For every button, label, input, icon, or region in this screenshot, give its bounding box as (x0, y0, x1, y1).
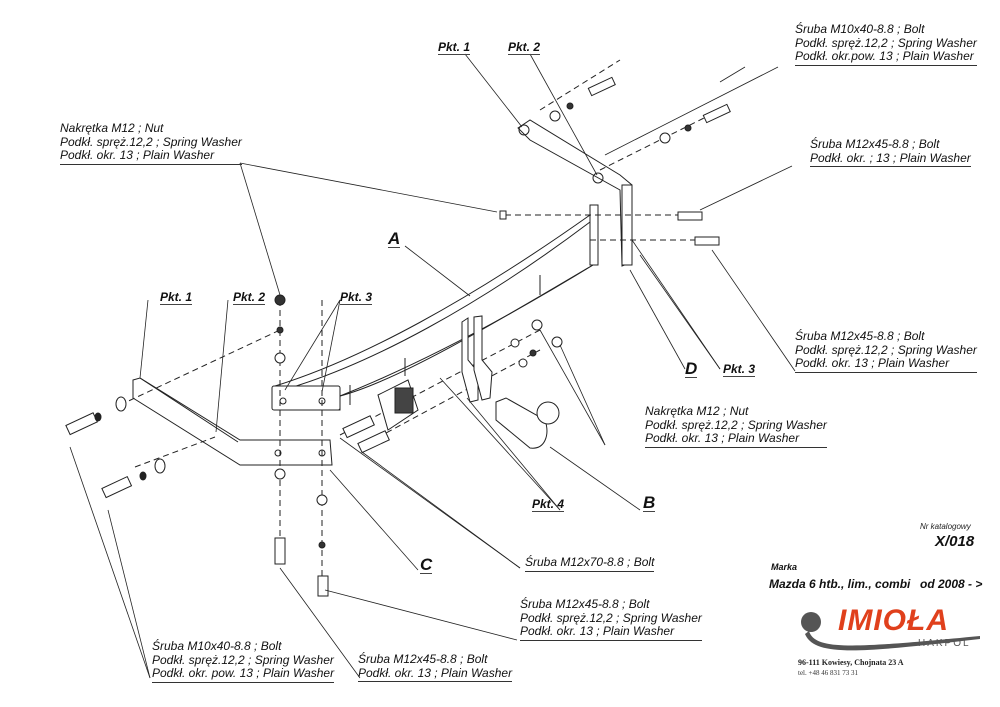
company-phone: tel. +48 46 831 73 31 (798, 669, 858, 677)
company-logo-text: IMIOŁA (838, 604, 949, 637)
callout-bottom-left-bolt: Śruba M10x40-8.8 ; Bolt Podkł. spręż.12,… (152, 639, 335, 683)
callout-line: Śruba M12x45-8.8 ; Bolt (520, 597, 650, 611)
callout-line: Podkł. okr. 13 ; Plain Washer (795, 356, 977, 373)
part-letter-a: A (388, 229, 401, 248)
callout-line: Podkł. okr. 13 ; Plain Washer (520, 624, 702, 641)
callout-line: Śruba M12x45-8.8 ; Bolt (810, 137, 940, 151)
callout-line: Podkł. okr. 13 ; Plain Washer (645, 431, 827, 448)
callout-line: Śruba M12x70-8.8 ; Bolt (525, 555, 655, 572)
point-tag-top-1: Pkt. 1 (438, 40, 471, 55)
callout-bottom-mid-bolt: Śruba M12x45-8.8 ; Bolt Podkł. spręż.12,… (520, 597, 702, 641)
callout-line: Podkł. spręż.12,2 ; Spring Washer (520, 610, 702, 625)
catalog-number: X/018 (935, 533, 975, 550)
callout-top-left-nut: Nakrętka M12 ; Nut Podkł. spręż.12,2 ; S… (60, 121, 242, 165)
callout-line: Podkł. spręż.12,2 ; Spring Washer (645, 417, 827, 432)
point-tag-top-2: Pkt. 2 (508, 40, 541, 55)
part-letter-b: B (643, 493, 656, 512)
point-tag-left-2: Pkt. 2 (233, 290, 266, 305)
callout-middle-nut: Nakrętka M12 ; Nut Podkł. spręż.12,2 ; S… (645, 404, 827, 448)
callout-line: Podkł. spręż.12,2 ; Spring Washer (795, 35, 977, 50)
callout-line: Nakrętka M12 ; Nut (645, 404, 749, 418)
callout-right-bolt-plain: Śruba M12x45-8.8 ; Bolt Podkł. okr. ; 13… (810, 137, 971, 167)
vehicle-model: Mazda 6 htb., lim., combi (769, 577, 911, 591)
point-tag-left-1: Pkt. 1 (160, 290, 193, 305)
callout-line: Podkł. okr.pow. 13 ; Plain Washer (795, 49, 977, 66)
callout-line: Śruba M10x40-8.8 ; Bolt (795, 22, 925, 36)
part-letter-c: C (420, 555, 433, 574)
vehicle-years: od 2008 - > (920, 577, 983, 591)
brand-label: Marka (771, 562, 798, 572)
tow-ball-b (495, 397, 548, 449)
callout-line: Podkł. spręż.12,2 ; Spring Washer (152, 652, 334, 667)
point-tag-4: Pkt. 4 (532, 497, 565, 512)
crossbar-a (271, 209, 599, 411)
imiola-logo-swoosh (801, 612, 980, 651)
point-tag-left-3: Pkt. 3 (340, 290, 373, 305)
part-letter-d: D (685, 359, 698, 378)
catalog-number-label: Nr katalogowy (920, 522, 971, 531)
callout-line: Podkł. okr. pow. 13 ; Plain Washer (152, 666, 335, 683)
callout-line: Podkł. okr. 13 ; Plain Washer (358, 666, 513, 682)
callout-line: Podkł. okr. ; 13 ; Plain Washer (810, 151, 971, 167)
callout-top-right-bolt: Śruba M10x40-8.8 ; Bolt Podkł. spręż.12,… (795, 22, 977, 66)
callout-line: Podkł. spręż.12,2 ; Spring Washer (795, 342, 977, 357)
callout-line: Nakrętka M12 ; Nut (60, 121, 164, 135)
callout-bottom-center-bolt: Śruba M12x45-8.8 ; Bolt Podkł. okr. 13 ;… (358, 652, 513, 682)
callout-line: Podkł. spręż.12,2 ; Spring Washer (60, 134, 242, 149)
callout-m12x70-bolt: Śruba M12x70-8.8 ; Bolt (525, 555, 655, 572)
point-tag-right-3: Pkt. 3 (723, 362, 756, 377)
callout-line: Śruba M12x45-8.8 ; Bolt (795, 329, 925, 343)
callout-right-bolt-spring: Śruba M12x45-8.8 ; Bolt Podkł. spręż.12,… (795, 329, 977, 373)
callout-line: Podkł. okr. 13 ; Plain Washer (60, 148, 242, 165)
callout-line: Śruba M10x40-8.8 ; Bolt (152, 639, 282, 653)
company-logo-subtitle: HAKPOL (918, 638, 971, 649)
callout-line: Śruba M12x45-8.8 ; Bolt (358, 652, 488, 666)
company-address: 96-111 Kowiesy, Chojnata 23 A (798, 658, 904, 667)
